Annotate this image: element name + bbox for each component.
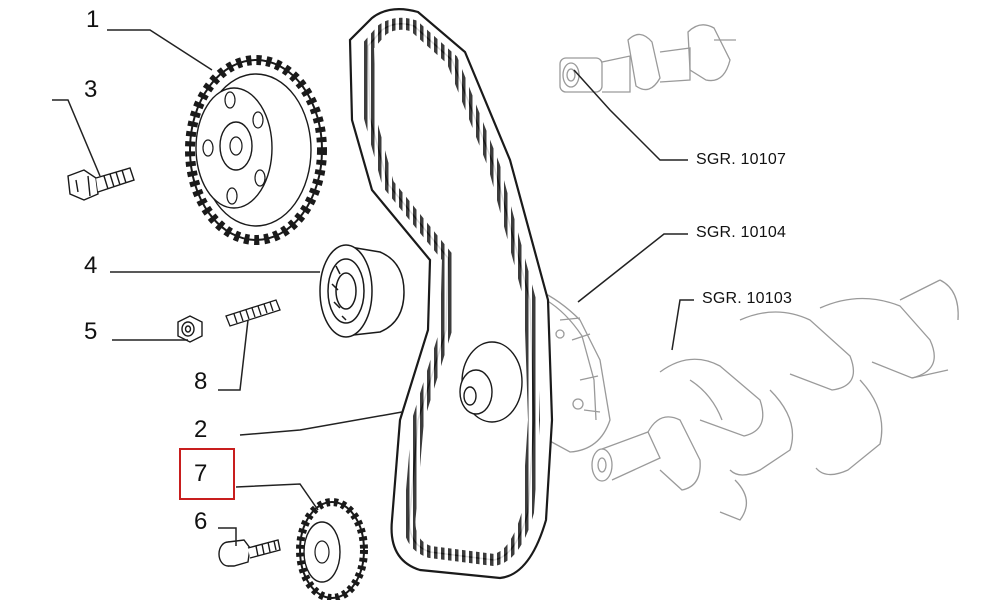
crankshaft-icon bbox=[591, 279, 959, 521]
callout-part-7: 7 bbox=[194, 460, 208, 487]
water-pump-hub-icon bbox=[459, 341, 523, 423]
tensioner-bearing-icon bbox=[319, 244, 405, 338]
oil-pump-housing-icon bbox=[537, 289, 611, 453]
callout-part-3: 3 bbox=[84, 76, 98, 103]
callout-part-2: 2 bbox=[194, 416, 208, 443]
ref-label-camshaft: SGR. 10107 bbox=[696, 151, 787, 168]
toothed-pulley-icon bbox=[185, 55, 327, 245]
highlight-box-part-7 bbox=[179, 448, 235, 500]
threaded-stud-icon bbox=[225, 299, 281, 327]
camshaft-icon bbox=[559, 24, 736, 93]
callout-part-6: 6 bbox=[194, 508, 208, 535]
callout-part-5: 5 bbox=[84, 318, 98, 345]
hex-bolt-icon bbox=[67, 167, 135, 201]
callout-part-8: 8 bbox=[194, 368, 208, 395]
ref-label-crankshaft: SGR. 10103 bbox=[702, 290, 793, 307]
flange-bolt-icon bbox=[218, 539, 281, 567]
ref-label-oil-pump: SGR. 10104 bbox=[696, 224, 787, 241]
leader-lines bbox=[52, 29, 694, 546]
toothed-belt-icon bbox=[348, 7, 554, 580]
callout-part-4: 4 bbox=[84, 252, 98, 279]
callout-part-1: 1 bbox=[86, 6, 100, 33]
small-toothed-pulley-icon bbox=[296, 498, 368, 600]
hex-nut-icon bbox=[177, 315, 203, 343]
